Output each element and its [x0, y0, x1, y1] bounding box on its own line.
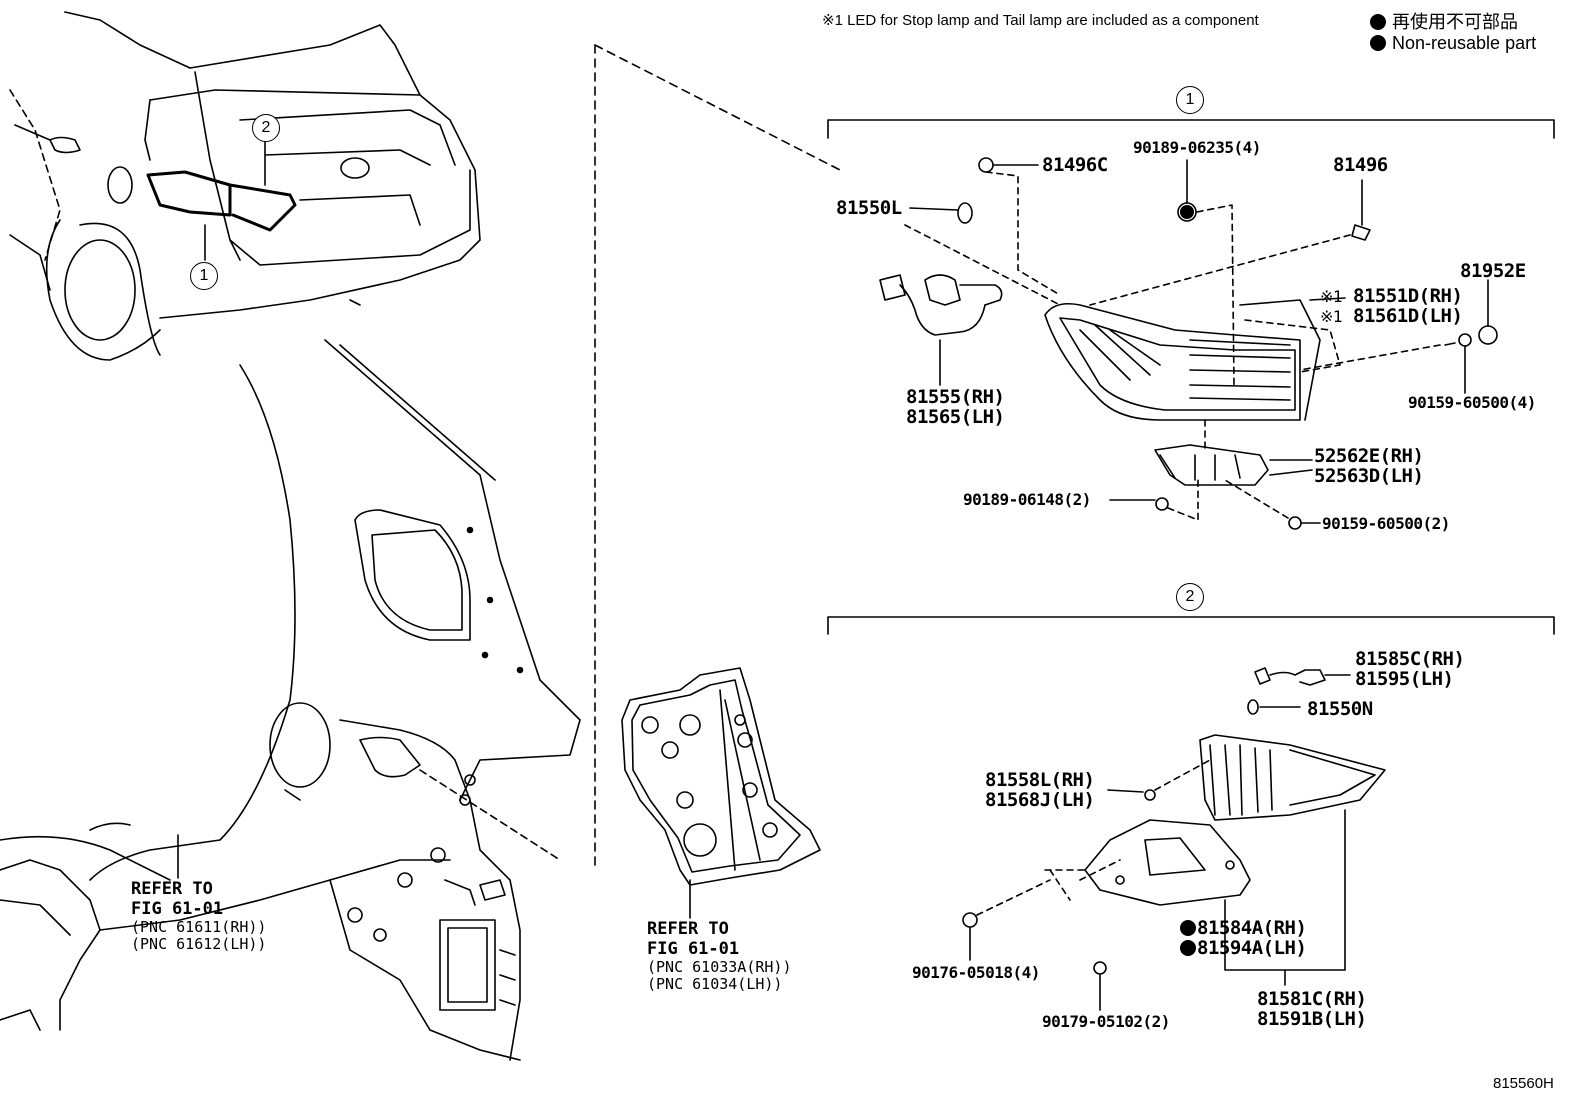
- part-52563d[interactable]: 52563D(LH): [1314, 465, 1424, 487]
- non-reusable-dot-icon: [1180, 920, 1196, 936]
- ref-fig-61-01-left[interactable]: REFER TO FIG 61-01 (PNC 61611(RH)) (PNC …: [131, 879, 267, 954]
- led-component-note: ※1 LED for Stop lamp and Tail lamp are i…: [822, 12, 1259, 29]
- part-90189-06148[interactable]: 90189-06148(2): [963, 490, 1091, 509]
- part-81585c[interactable]: 81585C(RH): [1355, 648, 1465, 670]
- figure-id: 815560H: [1493, 1075, 1554, 1092]
- legend-english: Non-reusable part: [1370, 33, 1536, 54]
- part-90189-06235[interactable]: 90189-06235(4): [1133, 138, 1261, 157]
- group2-callout: 2: [1176, 583, 1204, 611]
- legend-japanese: 再使用不可部品: [1370, 8, 1518, 34]
- part-81581c[interactable]: 81581C(RH): [1257, 988, 1367, 1010]
- inner-panel-illustration: [621, 667, 821, 886]
- part-81496c[interactable]: 81496C: [1042, 154, 1108, 176]
- part-81591b[interactable]: 81591B(LH): [1257, 1008, 1367, 1030]
- part-52562e[interactable]: 52562E(RH): [1314, 445, 1424, 467]
- part-81550l[interactable]: 81550L: [836, 197, 902, 219]
- part-81584a[interactable]: 81584A(RH): [1180, 919, 1307, 938]
- non-reusable-dot-icon: [1370, 35, 1386, 51]
- part-81561d[interactable]: ※1 81561D(LH): [1320, 305, 1463, 327]
- group1-callout: 1: [1176, 86, 1204, 114]
- group2-bracket: [827, 616, 1555, 635]
- part-81558l[interactable]: 81558L(RH): [985, 769, 1095, 791]
- part-81595[interactable]: 81595(LH): [1355, 668, 1454, 690]
- part-90179-05102[interactable]: 90179-05102(2): [1042, 1012, 1170, 1031]
- part-81952e[interactable]: 81952E: [1460, 260, 1526, 282]
- part-81565[interactable]: 81565(LH): [906, 406, 1005, 428]
- part-90176-05018[interactable]: 90176-05018(4): [912, 963, 1040, 982]
- part-81551d[interactable]: ※1 81551D(RH): [1320, 285, 1463, 307]
- quarter-panel-illustration: [0, 339, 581, 1061]
- group1-parts: [879, 157, 1498, 530]
- non-reusable-dot-icon: [1180, 940, 1196, 956]
- part-81496[interactable]: 81496: [1333, 154, 1388, 176]
- non-reusable-dot-icon: [1370, 14, 1386, 30]
- group1-bracket: [827, 119, 1555, 139]
- ref-fig-61-01-mid[interactable]: REFER TO FIG 61-01 (PNC 61033A(RH)) (PNC…: [647, 919, 792, 994]
- part-81550n[interactable]: 81550N: [1307, 698, 1373, 720]
- part-90159-60500-2[interactable]: 90159-60500(2): [1322, 514, 1450, 533]
- part-81594a[interactable]: 81594A(LH): [1180, 939, 1307, 958]
- car-callout-1: 1: [190, 262, 218, 290]
- part-81555[interactable]: 81555(RH): [906, 386, 1005, 408]
- car-rear-illustration: [9, 11, 481, 361]
- group2-parts: [962, 667, 1386, 1011]
- part-81568j[interactable]: 81568J(LH): [985, 789, 1095, 811]
- part-90159-60500-4[interactable]: 90159-60500(4): [1408, 393, 1536, 412]
- car-callout-2: 2: [252, 114, 280, 142]
